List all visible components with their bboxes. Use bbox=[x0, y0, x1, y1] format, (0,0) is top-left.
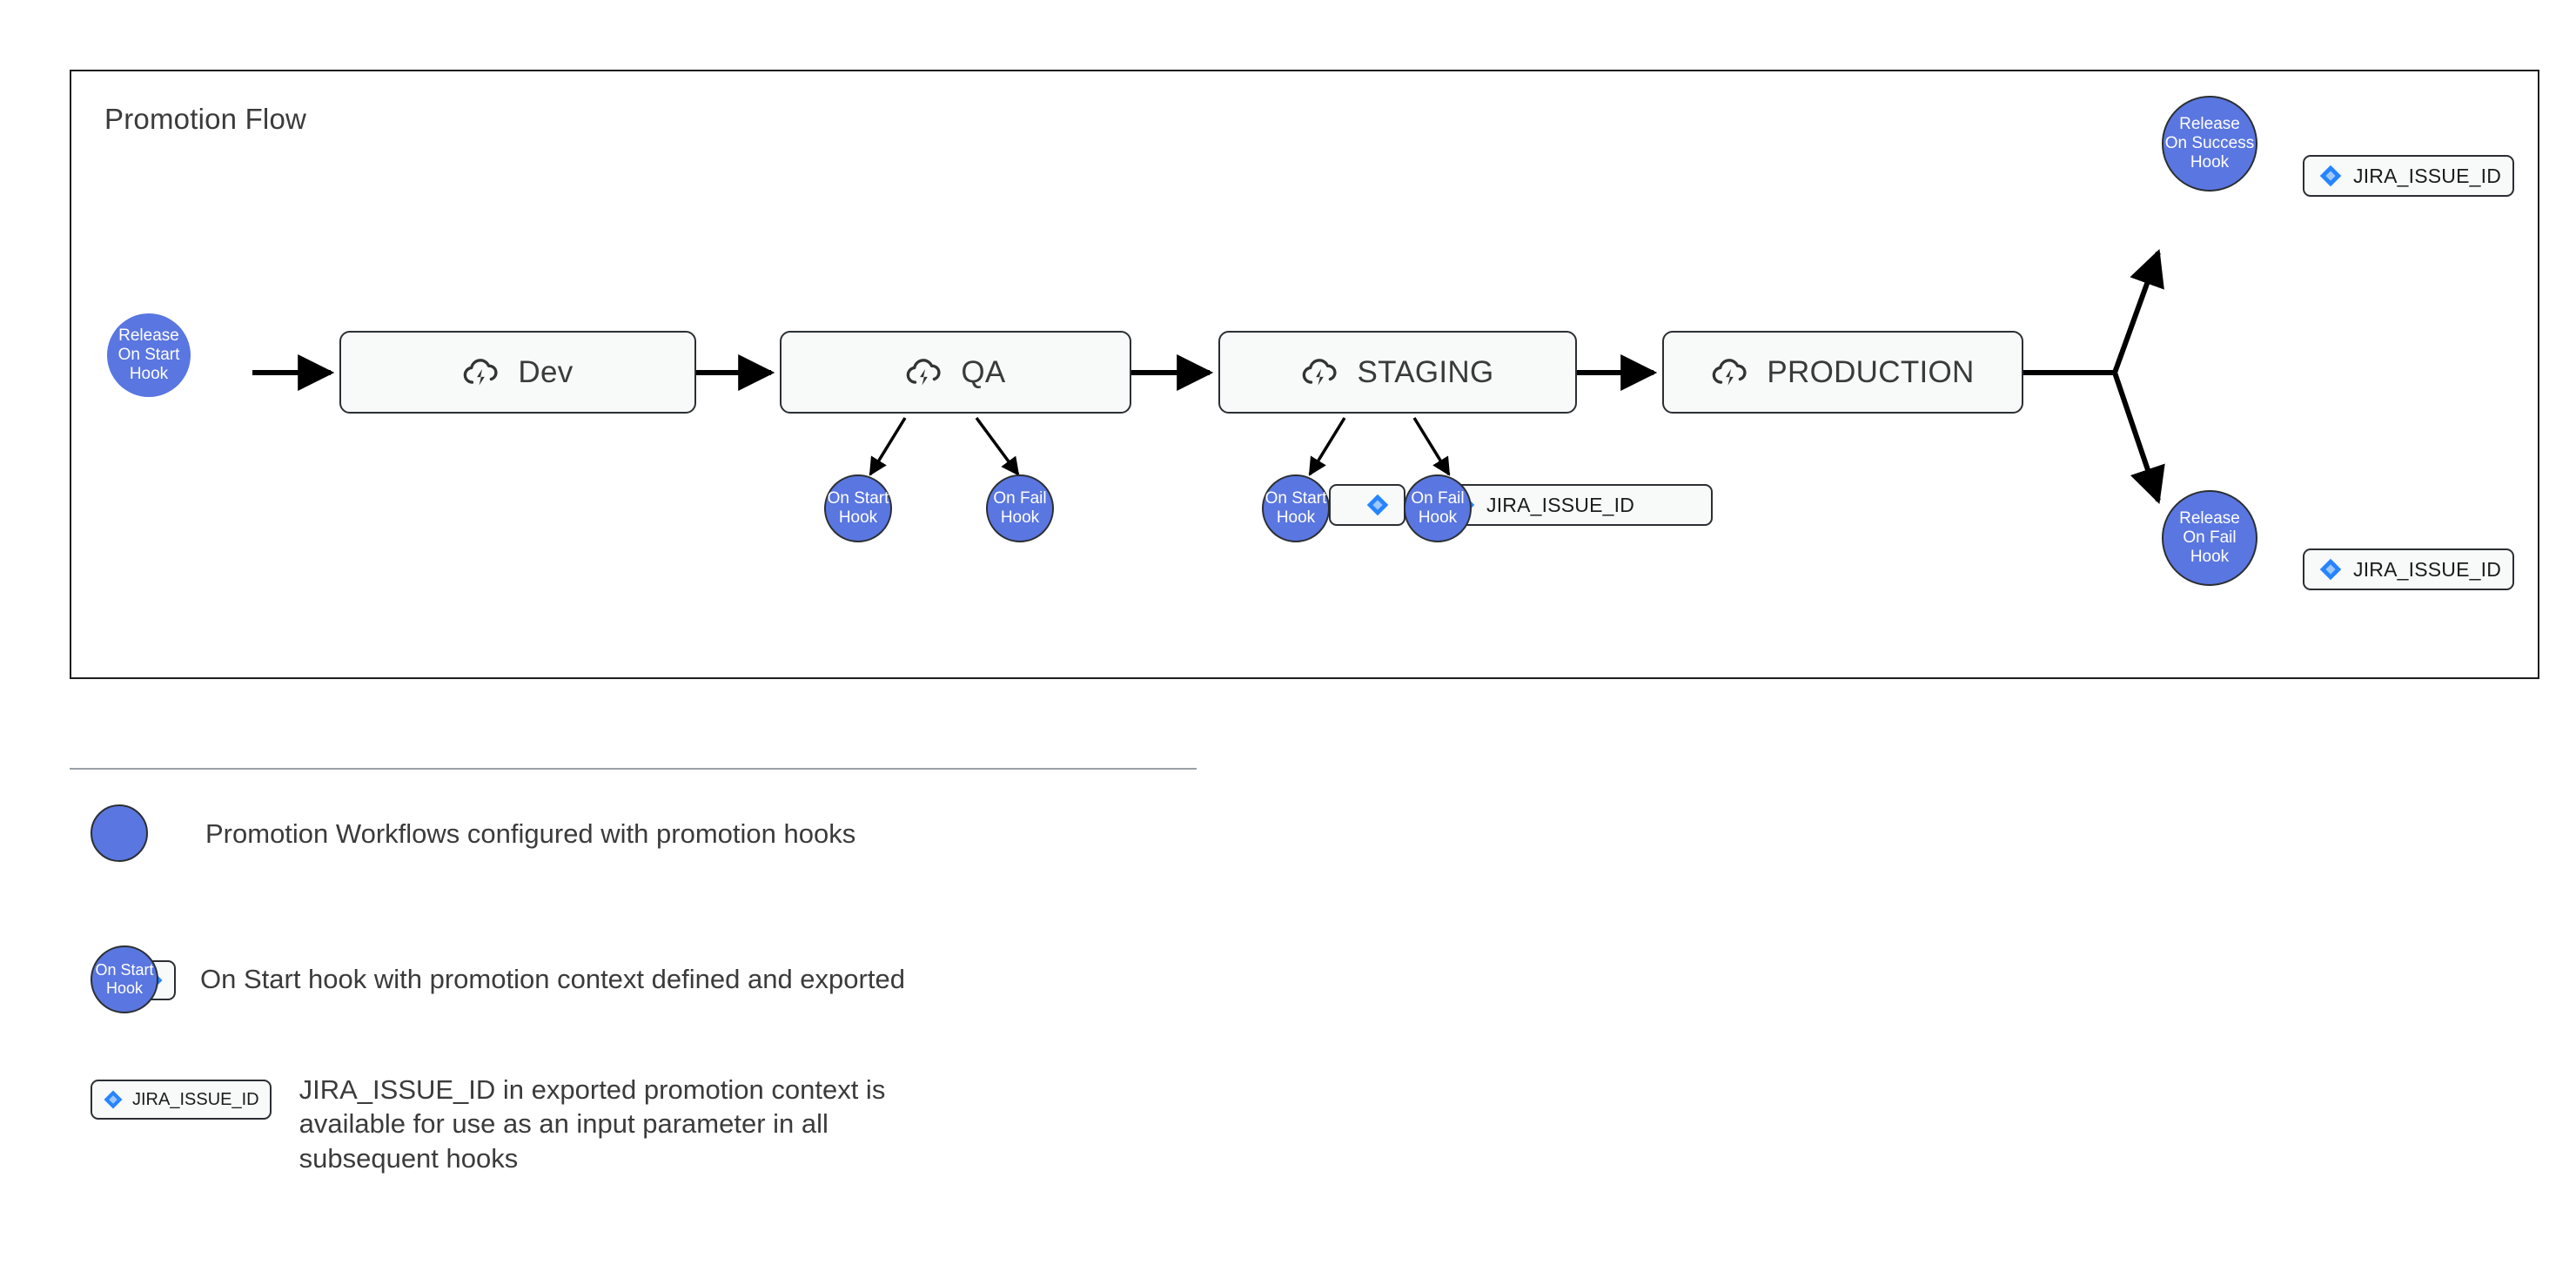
cloud-lightning-icon bbox=[1303, 358, 1338, 386]
legend-swatch-circle bbox=[91, 804, 148, 862]
chip-label: JIRA_ISSUE_ID bbox=[1486, 493, 1635, 516]
hook-line: Release bbox=[2179, 114, 2240, 133]
staging-on-fail-hook-node[interactable]: On Fail Hook bbox=[1404, 474, 1472, 542]
jira-icon bbox=[2319, 558, 2342, 581]
hook-line: On Start bbox=[95, 961, 154, 979]
hook-line: Hook bbox=[1000, 508, 1040, 527]
staging-on-start-hook-node[interactable]: On Start Hook bbox=[1262, 474, 1330, 542]
cloud-lightning-icon bbox=[907, 358, 941, 386]
hook-line: On Success bbox=[2164, 133, 2255, 152]
staging-on-fail-jira-chip[interactable]: JIRA_ISSUE_ID bbox=[1436, 484, 1713, 526]
jira-icon bbox=[1366, 494, 1389, 516]
legend-item-promotion-workflows: Promotion Workflows configured with prom… bbox=[91, 804, 855, 862]
stage-label: PRODUCTION bbox=[1767, 354, 1975, 389]
hook-line: Hook bbox=[2190, 153, 2230, 172]
legend-label: Promotion Workflows configured with prom… bbox=[205, 818, 856, 849]
stage-production[interactable]: PRODUCTION bbox=[1662, 331, 2023, 414]
release-on-success-jira-chip[interactable]: JIRA_ISSUE_ID bbox=[2303, 155, 2514, 197]
hook-line: Release bbox=[118, 326, 179, 345]
hook-line: Hook bbox=[1276, 508, 1316, 527]
page-title: Promotion Flow bbox=[104, 103, 307, 135]
hook-line: Hook bbox=[1418, 508, 1458, 527]
stage-staging[interactable]: STAGING bbox=[1218, 331, 1577, 414]
legend-item-jira-issue-id: JIRA_ISSUE_ID JIRA_ISSUE_ID in exported … bbox=[91, 1074, 885, 1175]
hook-line: On Start bbox=[1265, 488, 1327, 508]
cloud-lightning-icon bbox=[464, 358, 498, 386]
release-on-fail-hook-node[interactable]: Release On Fail Hook bbox=[2162, 490, 2257, 586]
legend-label: JIRA_ISSUE_ID in exported promotion cont… bbox=[299, 1074, 886, 1174]
chip-label: JIRA_ISSUE_ID bbox=[2353, 164, 2502, 187]
legend-hook-circle: On Start Hook bbox=[91, 945, 158, 1013]
stage-label: QA bbox=[961, 354, 1006, 389]
hook-line: On Start bbox=[827, 488, 889, 508]
jira-icon bbox=[104, 1090, 123, 1109]
legend-chip: JIRA_ISSUE_ID bbox=[91, 1080, 272, 1120]
legend-item-on-start-hook: On Start Hook On Start hook with promoti… bbox=[91, 945, 905, 1013]
cloud-lightning-icon bbox=[1713, 358, 1747, 386]
legend-swatch-hook-with-chip: On Start Hook bbox=[91, 945, 193, 1013]
hook-line: Hook bbox=[838, 508, 878, 527]
release-on-fail-jira-chip[interactable]: JIRA_ISSUE_ID bbox=[2303, 548, 2514, 590]
stage-dev[interactable]: Dev bbox=[339, 331, 696, 414]
stage-label: Dev bbox=[518, 354, 574, 389]
legend-divider bbox=[70, 768, 1197, 770]
hook-line: On Fail bbox=[1411, 488, 1465, 508]
chip-label: JIRA_ISSUE_ID bbox=[132, 1089, 259, 1109]
qa-on-start-hook-node[interactable]: On Start Hook bbox=[824, 474, 892, 542]
release-on-success-hook-node[interactable]: Release On Success Hook bbox=[2162, 96, 2257, 192]
release-on-start-hook-node[interactable]: Release On Start Hook bbox=[107, 313, 191, 397]
hook-line: Hook bbox=[129, 365, 169, 384]
jira-icon bbox=[2319, 165, 2342, 187]
chip-label: JIRA_ISSUE_ID bbox=[2353, 557, 2502, 581]
stage-qa[interactable]: QA bbox=[780, 331, 1131, 414]
hook-line: On Fail bbox=[993, 488, 1047, 508]
hook-line: Hook bbox=[2190, 548, 2230, 567]
hook-line: Hook bbox=[105, 979, 144, 997]
hook-line: On Start bbox=[117, 345, 180, 364]
stage-label: STAGING bbox=[1357, 354, 1494, 389]
hook-line: Release bbox=[2179, 508, 2240, 528]
qa-on-fail-hook-node[interactable]: On Fail Hook bbox=[986, 474, 1054, 542]
staging-on-start-jira-chip[interactable] bbox=[1329, 484, 1405, 526]
hook-line: On Fail bbox=[2183, 528, 2237, 547]
legend-label: On Start hook with promotion context def… bbox=[200, 964, 905, 995]
